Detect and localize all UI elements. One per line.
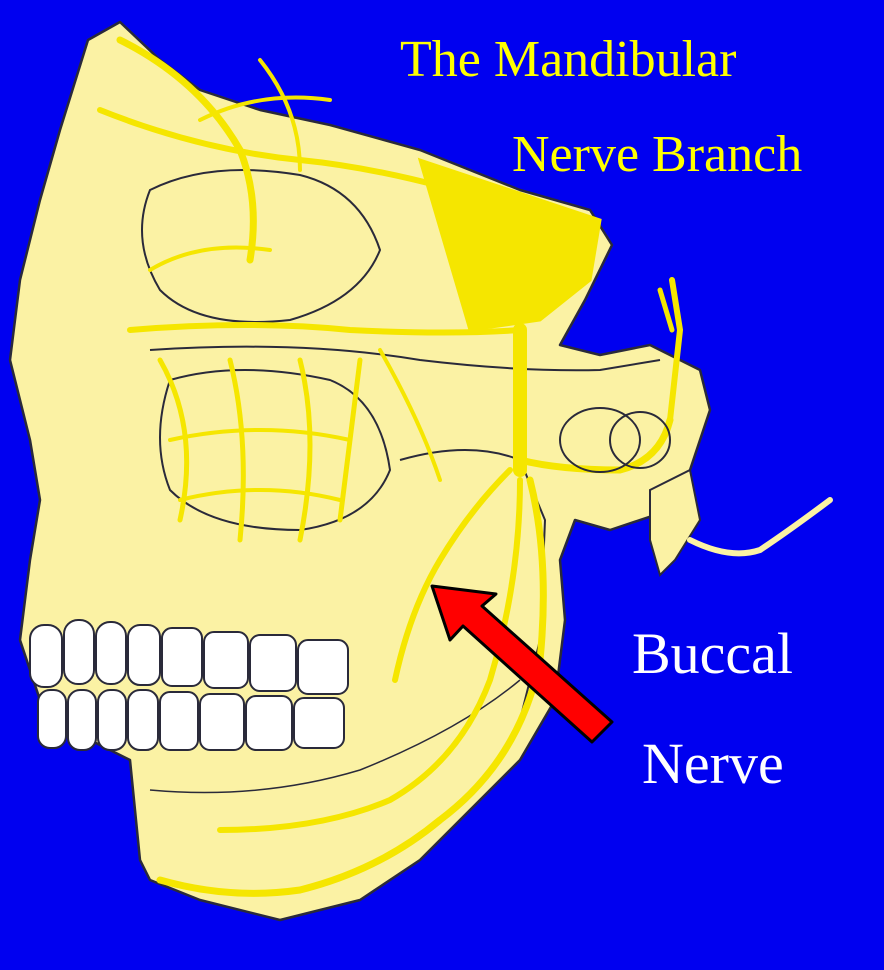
lower-teeth [38,690,344,750]
slide-title-line-2: Nerve Branch [512,129,802,181]
slide-title-line-1: The Mandibular [400,34,736,86]
styloid-tail [690,500,830,553]
buccal-label-line-1: Buccal [632,625,793,683]
styloid-process [650,470,700,575]
buccal-label-line-2: Nerve [642,735,784,793]
